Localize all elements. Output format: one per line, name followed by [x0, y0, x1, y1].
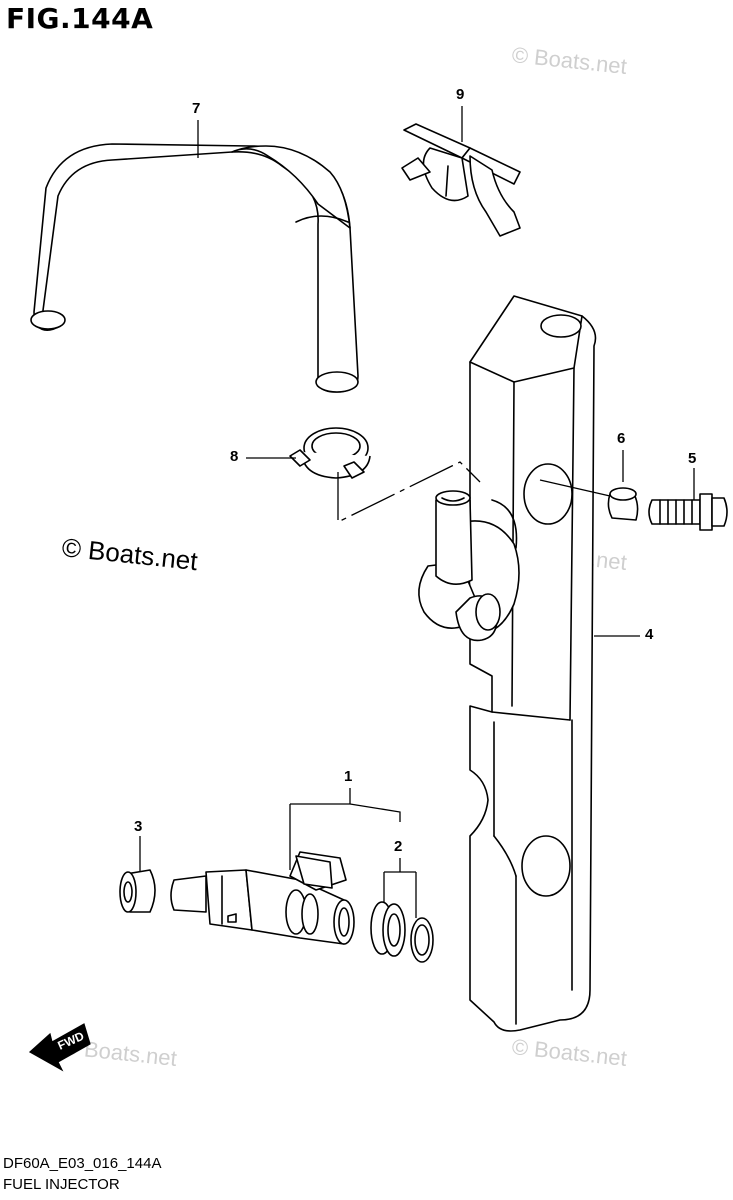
spacer-collar-part[interactable]: [539, 479, 639, 521]
injector-cushion-part[interactable]: [119, 869, 156, 913]
callout-1: 1: [344, 768, 353, 785]
o-ring-pair-part[interactable]: [370, 901, 434, 963]
fwd-arrow: FWD: [28, 1023, 91, 1072]
leader-2: [383, 858, 417, 918]
callout-8: 8: [230, 448, 239, 465]
model-code-label: DF60A_E03_016_144A: [3, 1155, 162, 1172]
section-name-label: FUEL INJECTOR: [3, 1176, 120, 1193]
callout-7: 7: [192, 100, 201, 117]
leader-1: [289, 788, 401, 870]
callout-5: 5: [688, 450, 697, 467]
flange-bolt-part[interactable]: [648, 493, 728, 531]
fuel-delivery-pipe-part[interactable]: [418, 295, 597, 1032]
fuel-hose-part[interactable]: [30, 143, 359, 393]
hose-clip-part[interactable]: [289, 427, 371, 479]
hose-clamp-part[interactable]: [401, 123, 521, 237]
callout-6: 6: [617, 430, 626, 447]
callout-3: 3: [134, 818, 143, 835]
fuel-injector-part[interactable]: [170, 851, 355, 945]
callout-9: 9: [456, 86, 465, 103]
assembly-line: [337, 461, 481, 524]
callout-4: 4: [645, 626, 654, 643]
callout-2: 2: [394, 838, 403, 855]
figure-title: FIG.144A: [6, 2, 154, 35]
